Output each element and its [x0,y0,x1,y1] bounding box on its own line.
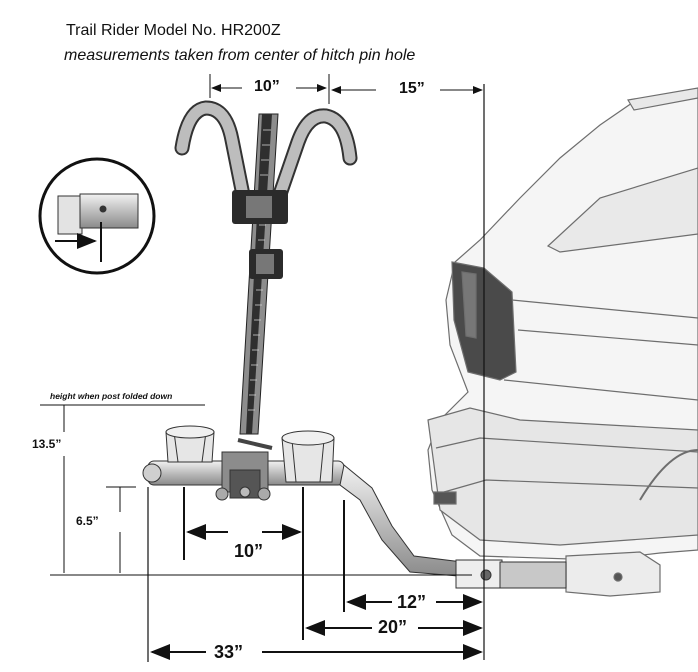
dimension-label-rear-offset: 15” [399,80,425,97]
dimension-label-top-spacing: 10” [254,78,280,95]
post-folded-note: height when post folded down [50,391,173,401]
hitch-pin-detail-inset [38,157,156,275]
dimension-label-cradle-spacing: 10” [234,541,264,561]
measurement-note: measurements taken from center of hitch … [64,47,416,64]
dimension-label-folded-height: 13.5” [32,437,62,451]
dimension-lines [40,74,485,662]
rack-base [142,425,567,589]
frame-clamps [232,190,288,279]
dimension-label-far-arm: 20” [378,617,408,637]
dimension-label-near-arm: 12” [397,592,427,612]
dimension-label-base-height: 6.5” [76,514,99,528]
frame-hooks [174,100,358,208]
dimension-label-overall-length: 33” [214,642,244,662]
model-title: Trail Rider Model No. HR200Z [66,22,281,39]
vehicle-rear [427,87,698,597]
